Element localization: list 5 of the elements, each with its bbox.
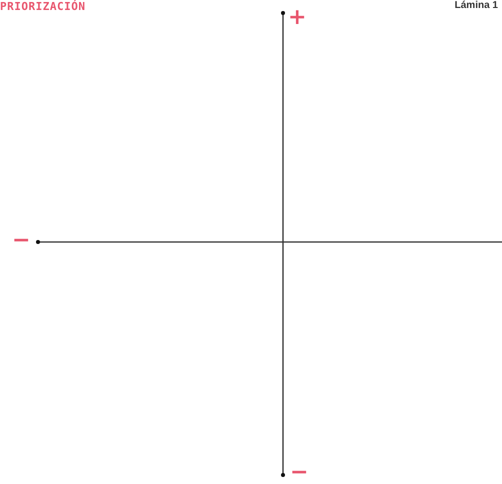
minus-sign: − bbox=[12, 230, 30, 252]
page-label: Lámina 1 bbox=[454, 0, 498, 11]
title: PRIORIZACIÓN bbox=[0, 0, 86, 13]
plus-sign: + bbox=[288, 7, 306, 29]
minus-sign: − bbox=[290, 462, 308, 484]
